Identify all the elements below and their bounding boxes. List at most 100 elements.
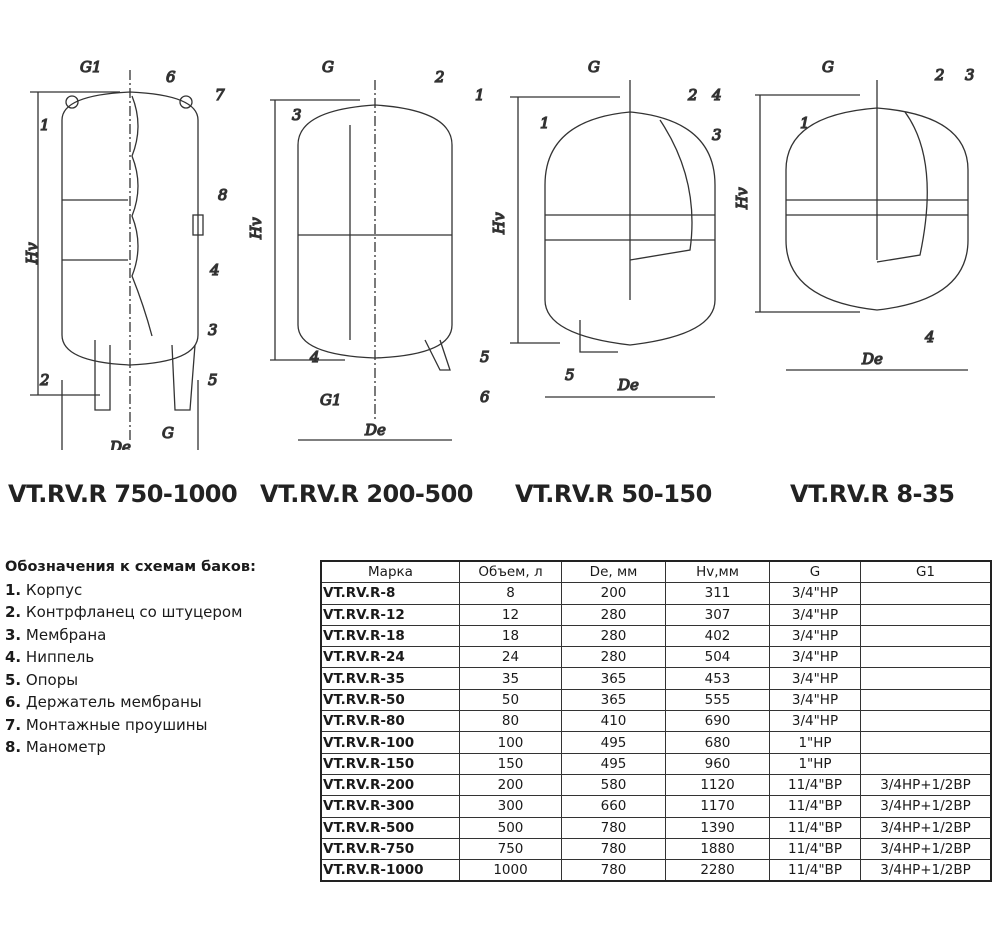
table-cell: 12 [459,603,562,626]
legend-item: 4. Ниппель [5,646,256,669]
svg-text:2: 2 [434,68,445,86]
table-cell: 960 [665,752,770,775]
table-cell: 50 [459,688,562,712]
column-header: Марка [320,560,460,584]
svg-text:Hv: Hv [247,217,265,240]
table-cell: VT.RV.R-150 [320,752,460,775]
table-cell: 3/4"HP [769,667,861,690]
table-cell: 3/4HP+1/2BP [860,816,992,839]
table-cell: 24 [459,646,562,669]
column-header: De, мм [561,560,666,584]
table-cell: 8 [459,582,562,605]
column-header: Объем, л [459,560,562,584]
table-cell: 311 [665,582,770,605]
table-cell: VT.RV.R-35 [320,667,460,690]
legend-text: Контрфланец со штуцером [25,603,243,621]
table-cell: 3/4"HP [769,624,861,648]
svg-text:G: G [588,58,600,76]
table-cell: 18 [459,624,562,648]
table-cell: 3/4HP+1/2BP [860,859,992,882]
table-cell: VT.RV.R-12 [320,603,460,626]
table-cell: 300 [459,795,562,818]
table-cell: VT.RV.R-8 [320,582,460,605]
svg-text:4: 4 [309,348,320,366]
table-cell [860,646,992,669]
table-cell: 495 [561,752,666,775]
svg-text:1: 1 [40,116,50,134]
legend-num: 5. [5,670,22,689]
table-cell: 1390 [665,816,770,839]
legend-text: Мембрана [25,625,107,644]
table-cell: 1"HP [769,752,861,775]
table-cell: 11/4"BP [769,773,861,797]
table-cell: 402 [665,624,770,648]
legend-item: 3. Мембрана [5,624,256,647]
table-cell: 660 [561,795,666,818]
legend-num: 3. [5,625,22,644]
legend-num: 6. [5,693,22,711]
svg-text:5: 5 [565,366,575,384]
table-cell: VT.RV.R-500 [320,816,460,839]
table-cell: 555 [665,688,770,712]
legend-heading: Обозначения к схемам баков: [5,559,256,575]
table-cell: 410 [561,710,666,733]
svg-text:4: 4 [711,86,722,104]
svg-text:1: 1 [475,86,485,104]
svg-text:3: 3 [292,106,302,124]
legend-num: 4. [5,648,22,666]
svg-text:Hv: Hv [23,242,41,265]
title-750-1000: VT.RV.R 750-1000 [8,480,238,508]
svg-text:G: G [322,58,334,76]
legend-item: 2. Контрфланец со штуцером [5,601,256,624]
table-cell: 1"HP [769,731,861,754]
table-cell: 280 [561,646,666,669]
svg-text:6: 6 [166,68,176,86]
table-cell: 280 [561,624,666,648]
table-cell: 11/4"BP [769,859,861,882]
legend-num: 8. [5,738,22,756]
drawing-200-500: G G1 Hv De 1 2 3 4 5 6 [246,57,491,441]
table-cell: 780 [561,837,666,861]
svg-text:7: 7 [215,86,225,104]
column-header: G [769,560,861,584]
svg-text:1: 1 [800,114,810,132]
table-cell: 2280 [665,859,770,882]
title-200-500: VT.RV.R 200-500 [260,480,474,508]
table-cell: 80 [459,710,562,733]
legend-item: 7. Монтажные проушины [5,714,256,737]
svg-text:5: 5 [208,371,218,389]
table-cell: 3/4"HP [769,646,861,669]
svg-text:3: 3 [208,321,218,339]
table-cell: VT.RV.R-80 [320,710,460,733]
drawing-50-150: G Hv De 1 2 3 4 5 [489,57,722,398]
table-cell: 200 [561,582,666,605]
table-cell: 780 [561,816,666,839]
legend-text: Манометр [25,738,106,756]
table-cell: 680 [665,731,770,754]
legend-text: Держатель мембраны [25,693,202,711]
legend-num: 2. [5,603,22,621]
table-cell: VT.RV.R-300 [320,795,460,818]
table-cell: 365 [561,688,666,712]
legend-item: 5. Опоры [5,669,256,692]
table-cell: 1000 [459,859,562,882]
table-cell: VT.RV.R-100 [320,731,460,754]
svg-text:2: 2 [934,66,945,84]
drawing-750-1000: G1 G Hv De 1 2 3 4 5 6 7 8 [22,57,228,470]
svg-text:3: 3 [965,66,975,84]
svg-text:3: 3 [712,126,722,144]
table-cell [860,624,992,648]
table-cell: 150 [459,752,562,775]
table-cell: 3/4"HP [769,688,861,712]
